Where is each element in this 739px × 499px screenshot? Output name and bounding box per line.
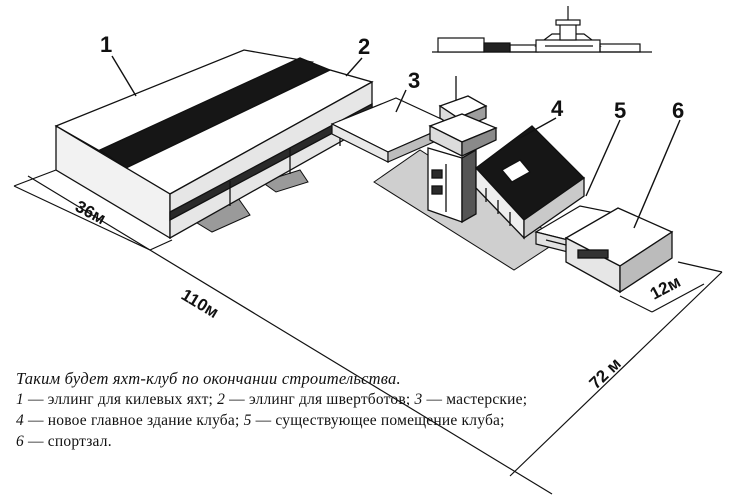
caption-item-5-number: 5 bbox=[243, 412, 252, 429]
label-6: 6 bbox=[672, 98, 684, 123]
label-5: 5 bbox=[614, 98, 626, 123]
caption-item-3-number: 3 bbox=[414, 391, 423, 408]
sports-hall bbox=[564, 207, 674, 294]
leader-lines bbox=[111, 55, 681, 229]
caption-item-6-text: — спортзал. bbox=[23, 433, 112, 450]
dim-12m: 12м bbox=[647, 272, 684, 304]
label-4: 4 bbox=[551, 96, 564, 121]
caption-item-5-text: — существующее помещение клуба; bbox=[251, 412, 505, 429]
caption-item-1-text: — эллинг для килевых яхт; bbox=[23, 391, 218, 408]
caption-item-3-text: — мастерские; bbox=[422, 391, 528, 408]
caption-line-1: 1 — эллинг для килевых яхт; 2 — эллинг д… bbox=[16, 389, 731, 410]
main-club-building bbox=[427, 76, 586, 240]
figure-caption: Таким будет яхт-клуб по окончании строит… bbox=[16, 368, 731, 452]
caption-item-2-number: 2 bbox=[217, 391, 226, 408]
caption-title: Таким будет яхт-клуб по окончании строит… bbox=[16, 369, 401, 388]
label-2: 2 bbox=[358, 34, 370, 59]
caption-item-1-number: 1 bbox=[16, 391, 24, 408]
caption-item-4-number: 4 bbox=[16, 412, 24, 429]
caption-line-3: 6 — спортзал. bbox=[16, 431, 731, 452]
dim-110m: 110м bbox=[178, 285, 222, 322]
dim-36m: 36м bbox=[72, 197, 109, 229]
caption-line-2: 4 — новое главное здание клуба; 5 — суще… bbox=[16, 410, 731, 431]
boathouse-keel-yachts bbox=[54, 49, 374, 240]
elevation-sketch bbox=[432, 6, 652, 53]
label-1: 1 bbox=[100, 32, 112, 57]
caption-item-2-text: — эллинг для швертботов; bbox=[225, 391, 415, 408]
dimension-lines bbox=[13, 169, 723, 495]
label-3: 3 bbox=[408, 68, 420, 93]
caption-item-4-text: — новое главное здание клуба; bbox=[23, 412, 244, 429]
caption-item-6-number: 6 bbox=[16, 433, 24, 450]
